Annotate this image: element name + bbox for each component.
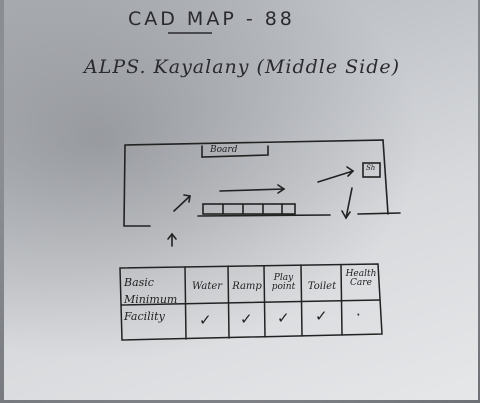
- column-header-health-care: Health Care: [345, 269, 377, 289]
- room-bottom-wall: [197, 214, 331, 217]
- arrow-down: [345, 187, 353, 219]
- arrow-right: [219, 188, 285, 192]
- page-subtitle: ALPS. Kayalany (Middle Side): [84, 56, 401, 78]
- room-bottom-right-wall: [357, 212, 401, 215]
- check-mark-toilet: ✓: [315, 307, 328, 325]
- table-row-header: Basic Minimum Facility: [124, 276, 178, 323]
- table-outline: [119, 263, 383, 341]
- small-box: [362, 162, 381, 178]
- board-frame: [201, 145, 269, 158]
- bench: [202, 203, 296, 215]
- paper-sheet: [4, 0, 478, 400]
- dot-mark-health-care: ·: [356, 306, 361, 324]
- check-mark-play-point: ✓: [277, 309, 290, 327]
- arrow-diagonal: [173, 195, 191, 212]
- column-header-water: Water: [191, 281, 223, 292]
- page-title: CAD MAP - 88: [128, 8, 295, 30]
- room-left-wall: [123, 144, 151, 227]
- paper-shadow: [4, 0, 478, 400]
- arrow-upper-right: [317, 170, 354, 183]
- column-header-toilet: Toilet: [307, 281, 337, 292]
- column-header-ramp: Ramp: [232, 281, 262, 292]
- box-label: Sh: [366, 164, 376, 172]
- check-mark-water: ✓: [199, 311, 212, 329]
- board-label: Board: [210, 145, 238, 155]
- column-header-play-point: Play point: [271, 273, 296, 293]
- check-mark-ramp: ✓: [240, 310, 253, 328]
- room-outline: [124, 139, 389, 215]
